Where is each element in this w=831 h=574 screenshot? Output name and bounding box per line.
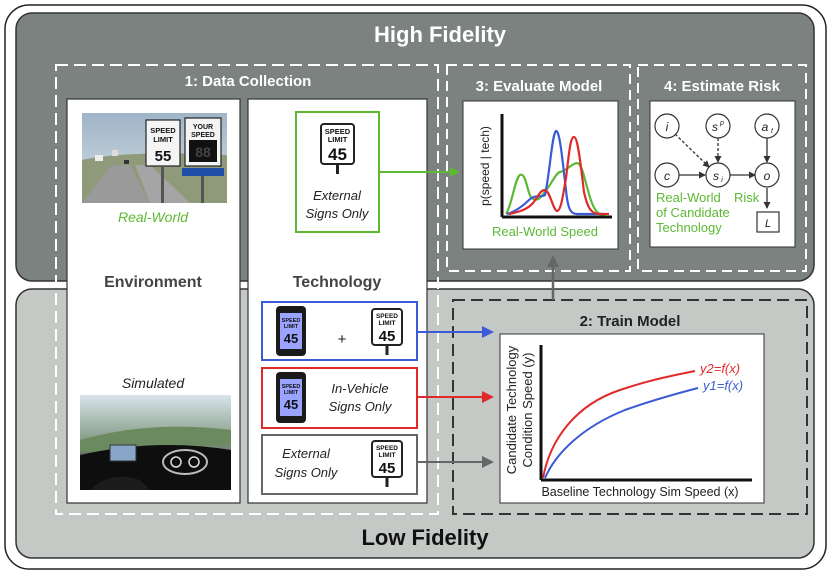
node-o: [754, 162, 780, 188]
train-ylabel: Condition Speed (y): [520, 353, 535, 468]
photo-sign-text: LIMIT: [153, 135, 173, 144]
photo-sign-text: YOUR: [193, 124, 213, 131]
node-c-label: c: [664, 169, 670, 183]
photo-sign-text: SPEED: [150, 126, 176, 135]
risk-graph: i s p a t c s i o L Real-World Risk of C…: [654, 113, 780, 235]
node-sp-label: s: [712, 120, 718, 134]
estimate-risk-frame: [637, 64, 807, 272]
photo-sign-number: 55: [155, 148, 172, 165]
simulated-photo: [80, 395, 231, 490]
simulated-label: Simulated: [122, 375, 185, 391]
speed-limit-sign-icon: SPEED LIMIT 45: [371, 440, 403, 487]
sign-number: 45: [379, 328, 396, 345]
tech-external-label: Signs Only: [306, 206, 370, 221]
node-at: [754, 113, 780, 139]
sign-text: LIMIT: [379, 320, 396, 327]
train-series-y1: [544, 387, 699, 479]
evaluate-xlabel: Real-World Speed: [492, 224, 598, 239]
data-collection-title: 1: Data Collection: [185, 73, 312, 90]
phone-sign-text: LIMIT: [284, 324, 299, 330]
sign-text: SPEED: [325, 127, 351, 136]
tech-external-label: External: [313, 188, 362, 203]
node-L: [756, 211, 780, 233]
train-model-frame: [452, 299, 808, 515]
node-si: [705, 162, 731, 188]
graph-edge: [674, 133, 710, 168]
train-chart: y2=f(x) y1=f(x) Candidate Technology Con…: [504, 345, 752, 499]
evaluate-chart: p(speed | tech) Real-World Speed: [478, 114, 612, 239]
tech-external-label: Signs Only: [275, 465, 339, 480]
risk-label: of Candidate: [656, 205, 730, 220]
train-ylabel: Candidate Technology: [504, 345, 519, 474]
node-si-sub: i: [721, 177, 723, 184]
data-collection-frame: [55, 64, 439, 515]
node-o-label: o: [764, 169, 771, 183]
risk-label: Technology: [656, 220, 722, 235]
sign-text: LIMIT: [379, 452, 396, 459]
phone-sign-number: 45: [284, 397, 298, 412]
phone-sign-text: SPEED: [282, 318, 301, 324]
tech-invehicle-label: Signs Only: [329, 399, 393, 414]
real-world-photo: SPEED LIMIT 55 YOUR SPEED 88: [82, 113, 227, 203]
sign-text: LIMIT: [328, 135, 348, 144]
tech-external-label: External: [282, 446, 331, 461]
phone-sign-text: LIMIT: [284, 390, 299, 396]
phone-sign-number: 45: [284, 331, 298, 346]
node-sp: [705, 113, 731, 139]
train-model-title: 2: Train Model: [580, 313, 681, 330]
evaluate-chart-box: [462, 100, 619, 250]
node-at-sub: t: [771, 128, 774, 135]
node-sp-sup: p: [719, 120, 724, 127]
evaluate-ylabel: p(speed | tech): [478, 126, 492, 206]
phone-icon: SPEED LIMIT 45: [276, 372, 306, 423]
tech-invehicle-label: In-Vehicle: [331, 381, 388, 396]
high-fidelity-title: High Fidelity: [374, 22, 507, 47]
evaluate-model-title: 3: Evaluate Model: [476, 78, 603, 95]
phone-icon: SPEED LIMIT 45: [276, 306, 306, 356]
sign-text: SPEED: [376, 313, 398, 320]
train-series-y1-label: y1=f(x): [702, 378, 743, 393]
estimate-risk-title: 4: Estimate Risk: [664, 78, 781, 95]
sign-number: 45: [328, 145, 347, 164]
speed-limit-sign-icon: SPEED LIMIT 45: [320, 123, 355, 174]
train-series-y2-label: y2=f(x): [699, 361, 740, 376]
low-fidelity-title: Low Fidelity: [361, 525, 489, 550]
risk-label: Real-World: [656, 190, 721, 205]
technology-heading: Technology: [293, 274, 382, 291]
evaluate-model-frame: [446, 64, 631, 272]
node-i: [654, 113, 680, 139]
evaluate-series-blue: [506, 129, 605, 216]
evaluate-series-red: [508, 135, 609, 216]
photo-sign-text: SPEED: [191, 132, 215, 139]
sign-number: 45: [379, 460, 396, 477]
node-at-label: a: [762, 120, 769, 134]
plus-sign: +: [338, 331, 347, 348]
photo-sign-display: 88: [195, 144, 211, 160]
real-world-label: Real-World: [118, 209, 189, 225]
sign-text: SPEED: [376, 445, 398, 452]
node-L-label: L: [765, 218, 771, 230]
train-xlabel: Baseline Technology Sim Speed (x): [541, 485, 738, 499]
node-si-label: s: [713, 169, 719, 183]
environment-heading: Environment: [104, 274, 202, 291]
risk-label: Risk: [734, 190, 760, 205]
speed-limit-sign-icon: SPEED LIMIT 45: [371, 308, 403, 355]
node-c: [654, 162, 680, 188]
phone-sign-text: SPEED: [282, 384, 301, 390]
node-i-label: i: [666, 120, 669, 134]
train-series-y2: [542, 370, 696, 479]
